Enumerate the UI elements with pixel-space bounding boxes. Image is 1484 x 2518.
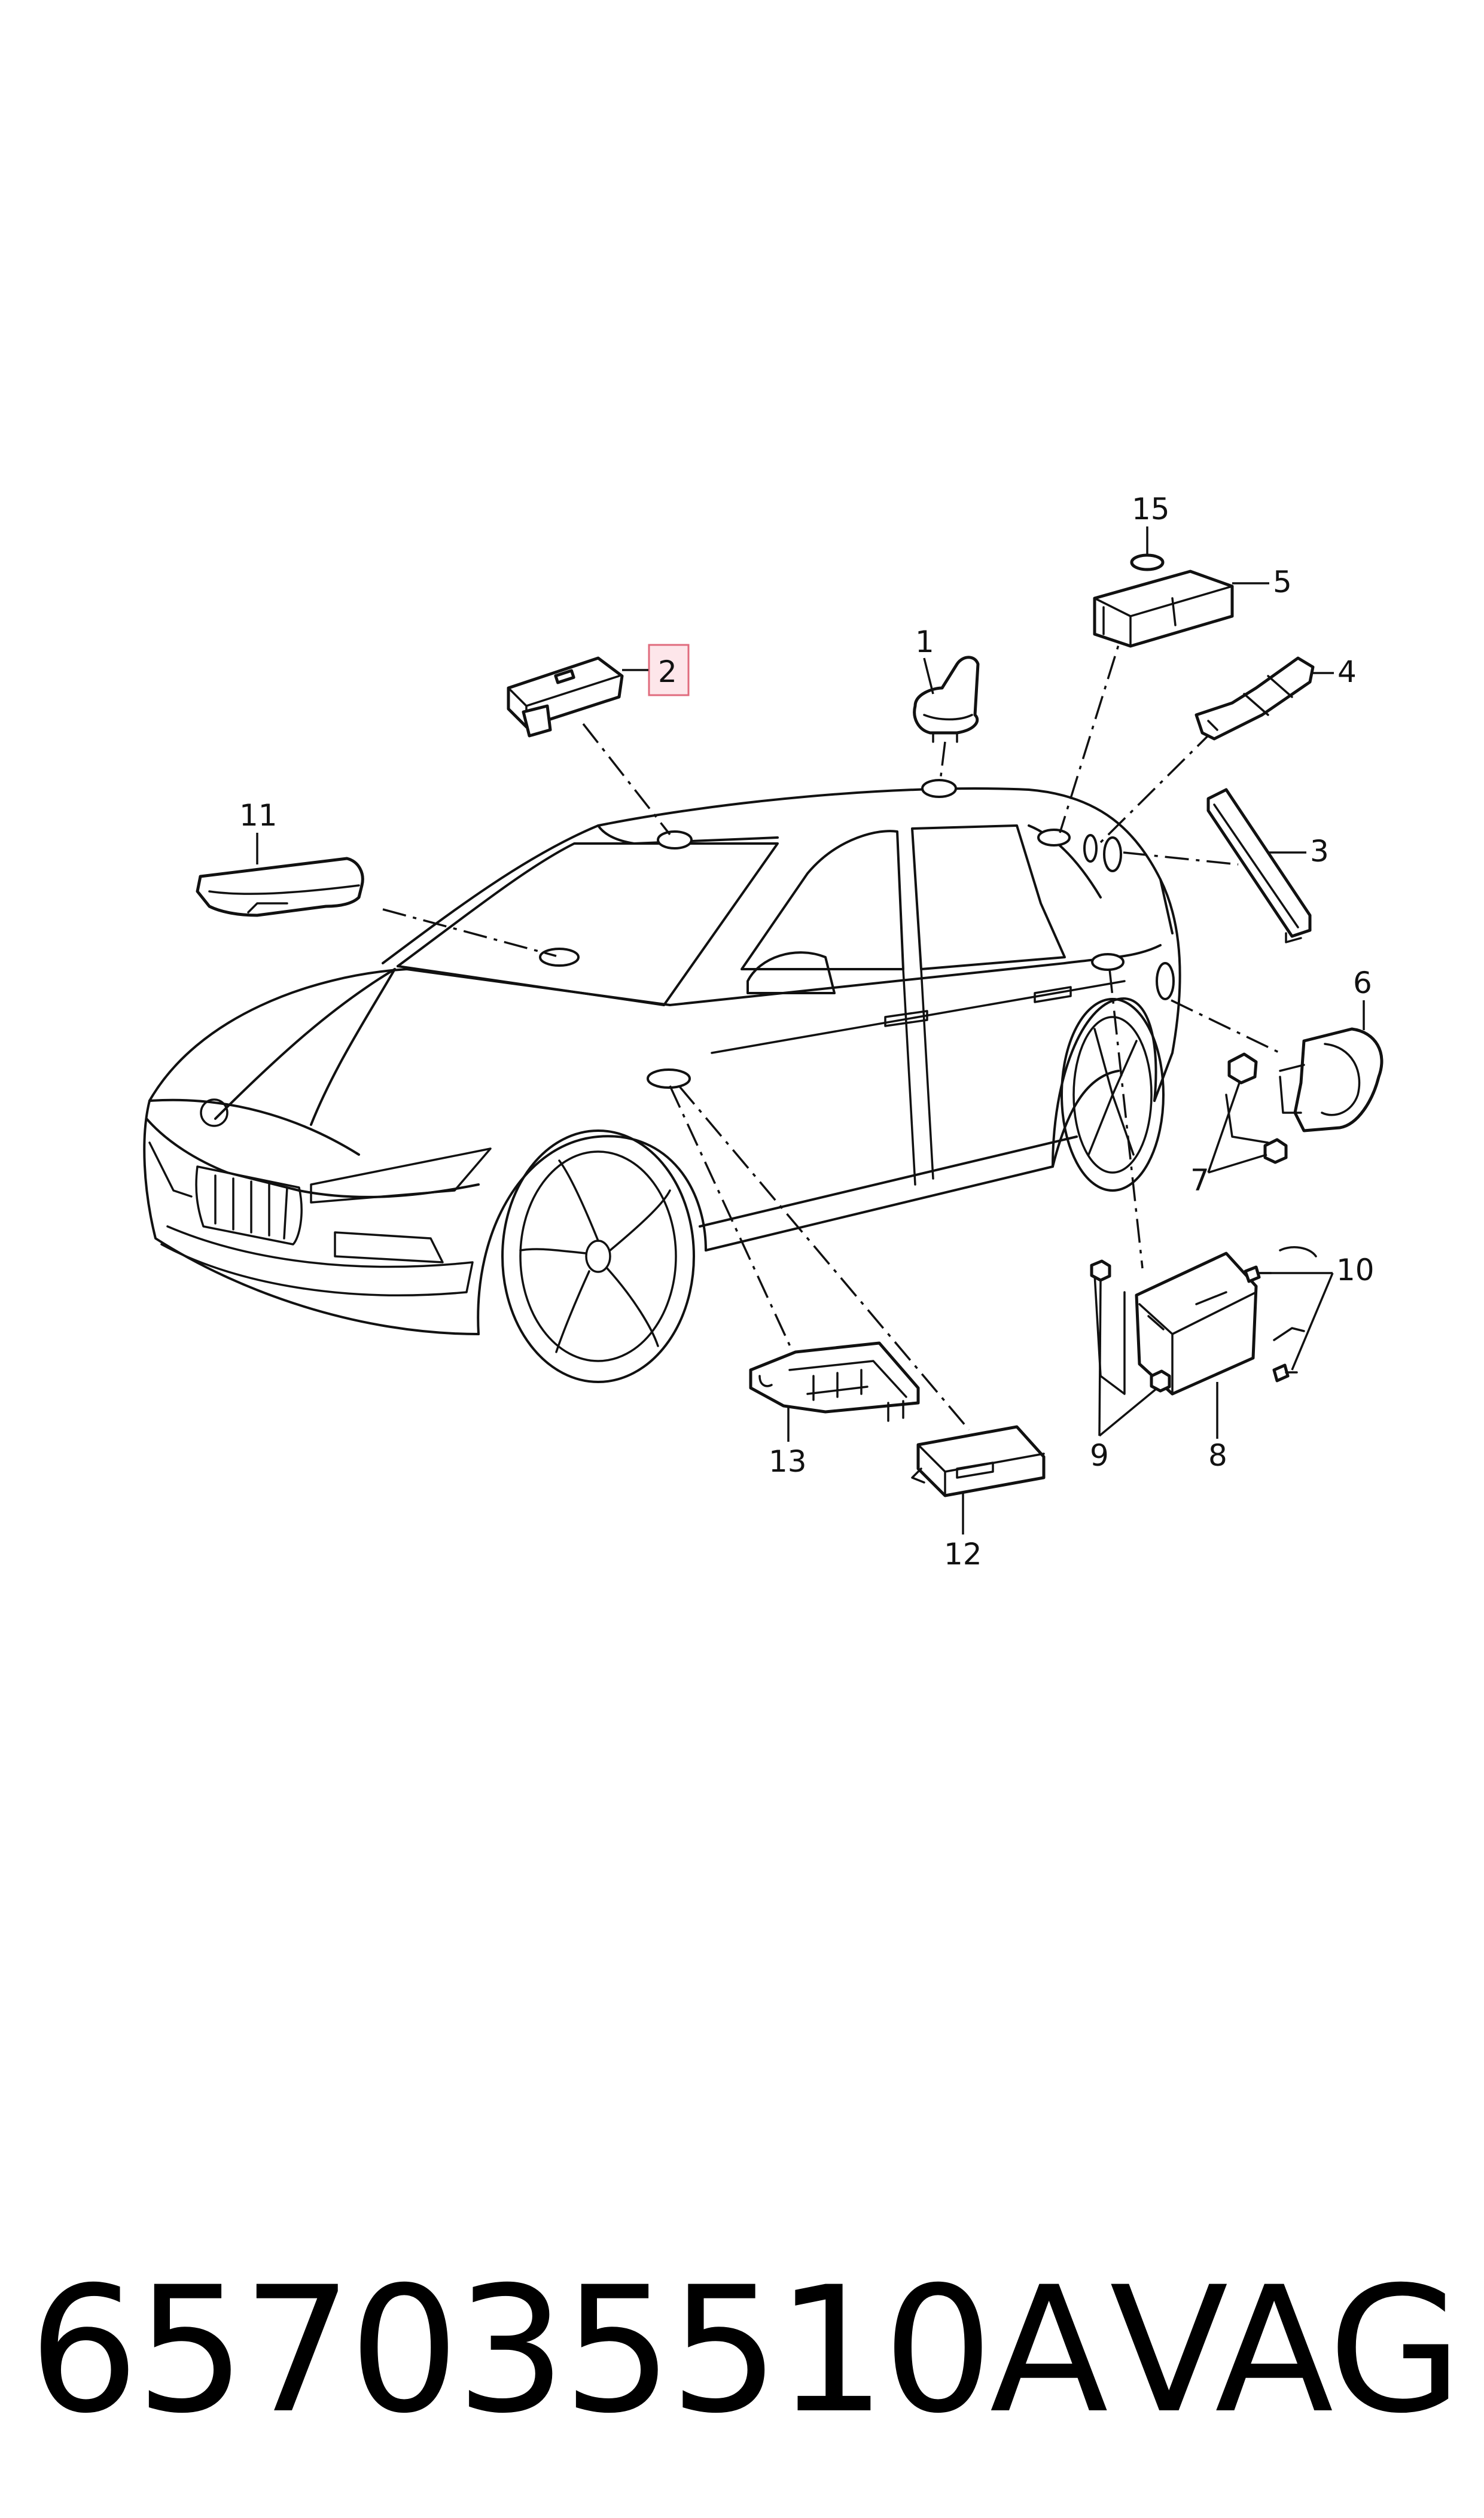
part-11-panel: [196, 857, 364, 917]
parts-diagram: 15 5 4 3 1 2 11 6 7 10 9 8: [143, 492, 1384, 1572]
callouts: 15 5 4 3 1 2 11 6 7 10 9 8: [239, 492, 1375, 1572]
part-8-control-unit: [1093, 1252, 1258, 1396]
part-1-roof-antenna: [913, 656, 980, 743]
callout-4: 4: [1337, 654, 1357, 689]
part-7-nuts: [1225, 1052, 1288, 1164]
callout-13: 13: [769, 1444, 807, 1479]
part-13-tray-bracket: [749, 1341, 920, 1422]
callout-10: 10: [1336, 1253, 1375, 1287]
callout-6: 6: [1353, 966, 1372, 1000]
part-15-ring: [1130, 553, 1165, 571]
part-10-screws: [1244, 1246, 1317, 1383]
callout-1: 1: [915, 625, 934, 659]
part-12-control-box: [911, 1425, 1046, 1497]
part-number: 657035510A: [29, 2250, 1108, 2452]
car-illustration: [143, 787, 1181, 1383]
callout-8: 8: [1208, 1438, 1227, 1473]
part-6-bracket: [1279, 1027, 1384, 1132]
part-2-control-unit: [507, 656, 624, 738]
mount-points: [539, 779, 1175, 1089]
callout-9: 9: [1090, 1438, 1109, 1473]
callout-15: 15: [1132, 492, 1170, 526]
callout-3: 3: [1310, 834, 1329, 869]
callout-11: 11: [239, 798, 278, 833]
part-4-bracket: [1194, 656, 1315, 741]
callout-7: 7: [1190, 1163, 1209, 1198]
brand-label: VAG: [1110, 2250, 1462, 2452]
part-9-nuts: [1090, 1259, 1171, 1393]
part-5-module: [1093, 570, 1234, 648]
callout-12: 12: [944, 1537, 982, 1572]
callout-5: 5: [1273, 565, 1292, 599]
footer: 657035510A VAG: [0, 2261, 1484, 2441]
part-3-strip: [1206, 788, 1312, 943]
callout-2: 2: [658, 654, 677, 689]
